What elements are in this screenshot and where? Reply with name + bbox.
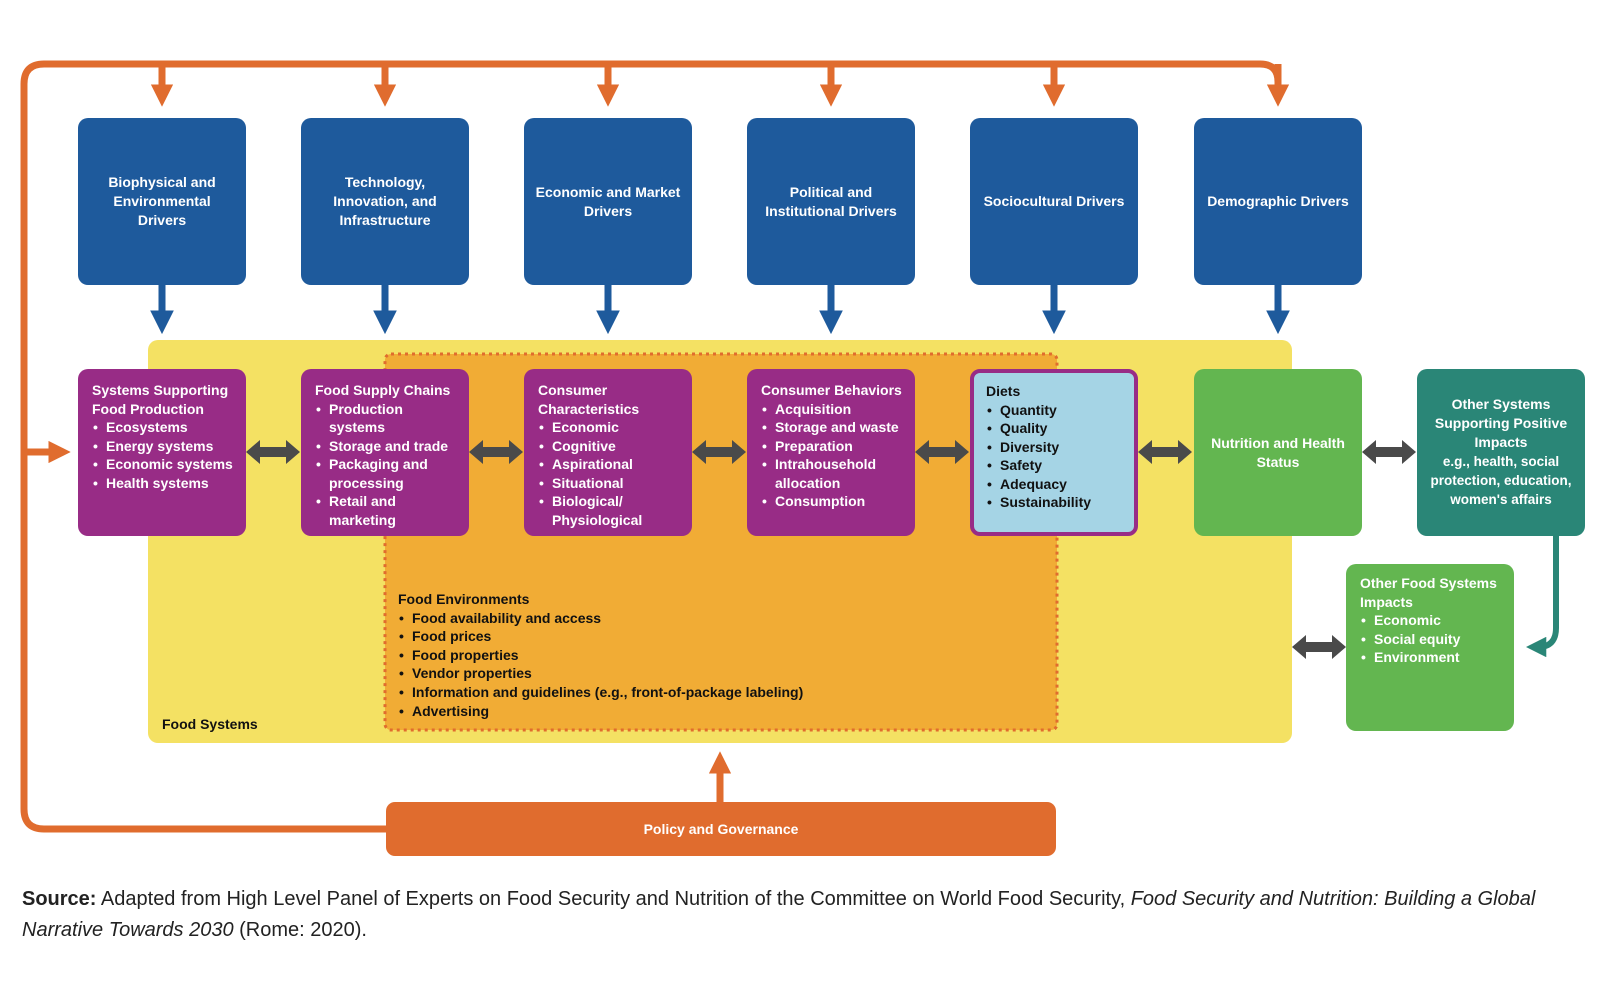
list-item: Production systems <box>315 400 457 437</box>
double-arrow-3 <box>692 440 746 464</box>
driver-box-sociocultural: Sociocultural Drivers <box>970 118 1138 285</box>
driver-label: Biophysical and Environmental Drivers <box>108 174 216 228</box>
list-item: Vendor properties <box>398 664 803 683</box>
driver-label: Economic and Market Drivers <box>535 183 681 219</box>
consumer-behaviors-list: Acquisition Storage and waste Preparatio… <box>761 400 903 511</box>
double-arrow-5 <box>1138 440 1192 464</box>
list-item: Economic systems <box>92 455 234 474</box>
teal-connector <box>1525 536 1559 658</box>
driver-label: Sociocultural Drivers <box>983 193 1125 209</box>
list-item: Information and guidelines (e.g., front-… <box>398 683 803 702</box>
box-title: Other Systems Supporting Positive Impact… <box>1434 396 1568 450</box>
nutrition-health-box: Nutrition and Health Status <box>1194 369 1362 536</box>
list-item: Packaging and processing <box>315 455 457 492</box>
list-item: Food prices <box>398 627 803 646</box>
double-arrows <box>246 440 1416 659</box>
driver-box-demographic: Demographic Drivers <box>1194 118 1362 285</box>
consumer-characteristics-list: Economic Cognitive Aspirational Situatio… <box>538 418 680 529</box>
list-item: Safety <box>986 456 1124 475</box>
box-title: Policy and Governance <box>643 821 799 837</box>
list-item: Storage and trade <box>315 437 457 456</box>
driver-box-economic: Economic and Market Drivers <box>524 118 692 285</box>
list-item: Diversity <box>986 438 1124 457</box>
list-item: Food properties <box>398 646 803 665</box>
list-item: Energy systems <box>92 437 234 456</box>
source-tail: (Rome: 2020). <box>233 919 367 941</box>
other-impacts-box: Other Food Systems Impacts Economic Soci… <box>1346 564 1514 731</box>
list-item: Cognitive <box>538 437 680 456</box>
source-title: Food Security and Nutrition: Building a … <box>22 888 1536 941</box>
list-item: Aspirational <box>538 455 680 474</box>
list-item: Retail and marketing <box>315 492 457 529</box>
list-item: Consumption <box>761 492 903 511</box>
systems-supporting-list: Ecosystems Energy systems Economic syste… <box>92 418 234 492</box>
list-item: Advertising <box>398 702 803 721</box>
food-environments-list: Food availability and access Food prices… <box>398 609 803 721</box>
driver-label: Technology, Innovation, and Infrastructu… <box>333 174 437 228</box>
list-item: Preparation <box>761 437 903 456</box>
list-item: Health systems <box>92 474 234 493</box>
double-arrow-1 <box>246 440 300 464</box>
double-arrow-7 <box>1292 635 1346 659</box>
list-item: Sustainability <box>986 493 1124 512</box>
box-title: Food Supply Chains <box>315 382 451 398</box>
diets-list: Quantity Quality Diversity Safety Adequa… <box>986 401 1124 512</box>
driver-label: Demographic Drivers <box>1207 193 1349 209</box>
list-item: Economic <box>1360 611 1502 630</box>
consumer-behaviors-box: Consumer Behaviors Acquisition Storage a… <box>747 369 915 536</box>
supply-chains-box: Food Supply Chains Production systems St… <box>301 369 469 536</box>
box-title: Consumer Characteristics <box>538 382 640 417</box>
list-item: Food availability and access <box>398 609 803 628</box>
double-arrow-2 <box>469 440 523 464</box>
list-item: Intrahousehold allocation <box>761 455 903 492</box>
source-text: Adapted from High Level Panel of Experts… <box>96 888 1131 910</box>
other-impacts-list: Economic Social equity Environment <box>1360 611 1502 667</box>
double-arrow-4 <box>915 440 969 464</box>
box-subtitle: e.g., health, social protection, educati… <box>1430 454 1572 507</box>
list-item: Quality <box>986 419 1124 438</box>
box-title: Diets <box>986 383 1021 399</box>
box-title: Consumer Behaviors <box>761 382 902 398</box>
food-environments-text: Food Environments Food availability and … <box>398 590 803 720</box>
driver-box-technology: Technology, Innovation, and Infrastructu… <box>301 118 469 285</box>
food-environments-title: Food Environments <box>398 591 530 607</box>
source-label: Source: <box>22 888 97 910</box>
driver-box-biophysical: Biophysical and Environmental Drivers <box>78 118 246 285</box>
driver-label: Political and Institutional Drivers <box>765 183 897 219</box>
diets-box: Diets Quantity Quality Diversity Safety … <box>970 369 1138 536</box>
feedback-loop-line <box>20 60 1282 833</box>
list-item: Biological/ Physiological <box>538 492 680 529</box>
list-item: Adequacy <box>986 475 1124 494</box>
list-item: Acquisition <box>761 400 903 419</box>
list-item: Ecosystems <box>92 418 234 437</box>
supply-chains-list: Production systems Storage and trade Pac… <box>315 400 457 530</box>
list-item: Quantity <box>986 401 1124 420</box>
other-systems-box: Other Systems Supporting Positive Impact… <box>1417 369 1585 536</box>
list-item: Economic <box>538 418 680 437</box>
list-item: Situational <box>538 474 680 493</box>
box-title: Other Food Systems Impacts <box>1360 575 1497 610</box>
systems-supporting-box: Systems Supporting Food Production Ecosy… <box>78 369 246 536</box>
double-arrow-6 <box>1362 440 1416 464</box>
source-caption: Source: Adapted from High Level Panel of… <box>22 884 1582 946</box>
policy-governance-box: Policy and Governance <box>386 802 1056 856</box>
list-item: Environment <box>1360 648 1502 667</box>
box-title: Nutrition and Health Status <box>1211 434 1345 470</box>
list-item: Storage and waste <box>761 418 903 437</box>
driver-box-political: Political and Institutional Drivers <box>747 118 915 285</box>
list-item: Social equity <box>1360 630 1502 649</box>
box-title: Systems Supporting Food Production <box>92 382 229 417</box>
food-systems-label: Food Systems <box>162 716 258 732</box>
consumer-characteristics-box: Consumer Characteristics Economic Cognit… <box>524 369 692 536</box>
